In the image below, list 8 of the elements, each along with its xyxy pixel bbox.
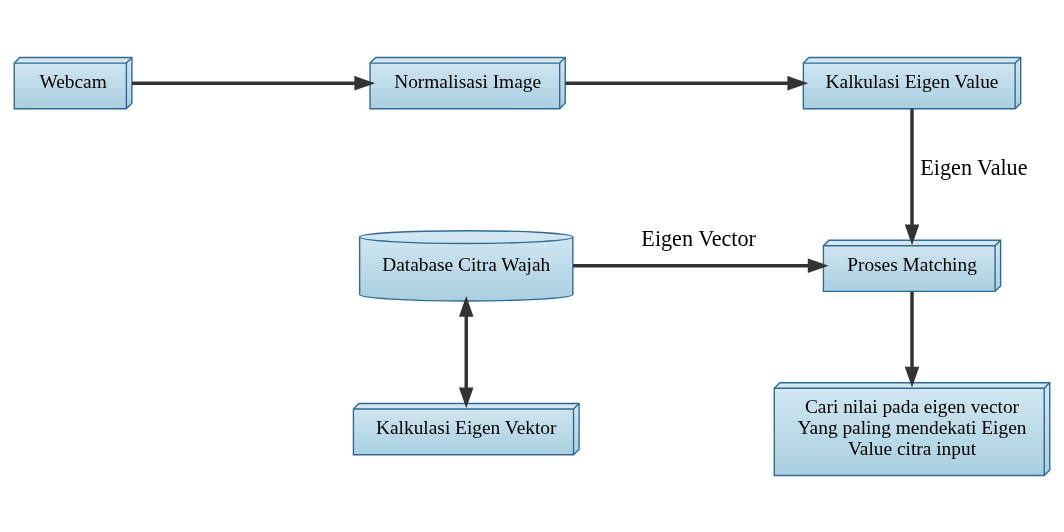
arrow	[573, 258, 829, 273]
arrow	[904, 291, 920, 388]
edge-label: Eigen Vector	[641, 225, 756, 251]
arrow	[132, 75, 376, 90]
arrow	[565, 75, 809, 90]
edge-label: Eigen Value	[920, 154, 1028, 180]
arrow	[458, 295, 474, 408]
arrow	[904, 108, 920, 245]
